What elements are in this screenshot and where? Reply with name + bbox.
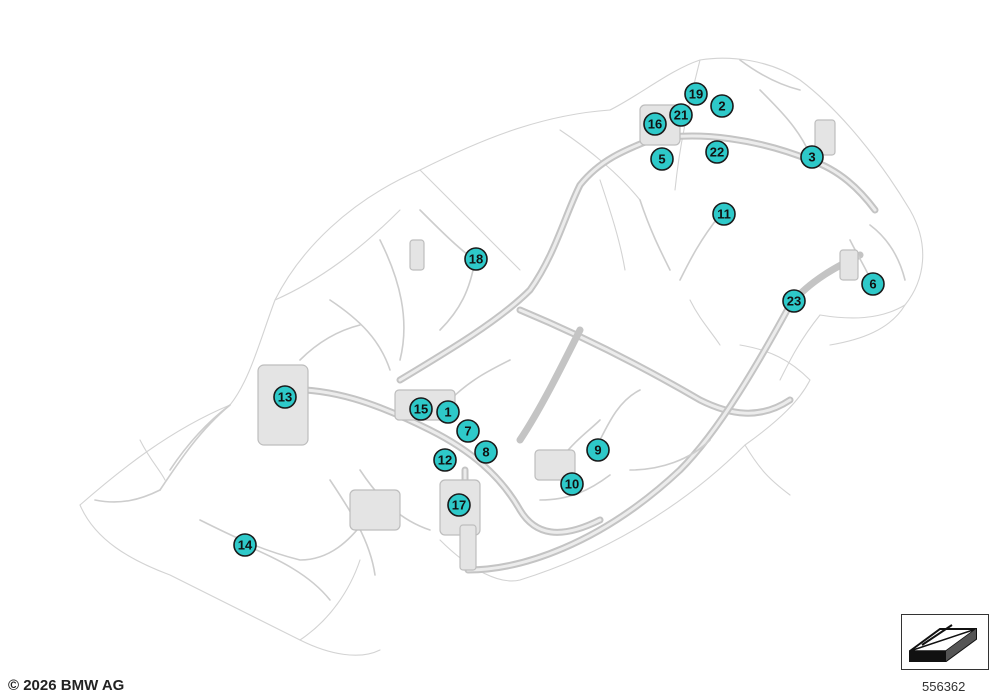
callout-9[interactable]: 9 [586, 438, 610, 462]
callout-6[interactable]: 6 [861, 272, 885, 296]
callout-17[interactable]: 17 [447, 493, 471, 517]
callout-21[interactable]: 21 [669, 103, 693, 127]
svg-text:16: 16 [648, 117, 662, 132]
callout-5[interactable]: 5 [650, 147, 674, 171]
callout-12[interactable]: 12 [433, 448, 457, 472]
branch-wires [94, 59, 906, 601]
svg-text:19: 19 [689, 87, 703, 102]
callout-3[interactable]: 3 [800, 145, 824, 169]
svg-text:15: 15 [414, 402, 428, 417]
svg-text:5: 5 [658, 152, 665, 167]
callout-8[interactable]: 8 [474, 440, 498, 464]
svg-text:9: 9 [594, 443, 601, 458]
callout-2[interactable]: 2 [710, 94, 734, 118]
callout-7[interactable]: 7 [456, 419, 480, 443]
svg-text:14: 14 [238, 538, 253, 553]
callout-22[interactable]: 22 [705, 140, 729, 164]
callout-13[interactable]: 13 [273, 385, 297, 409]
car-orientation-icon [901, 614, 989, 670]
svg-text:12: 12 [438, 453, 452, 468]
svg-text:1: 1 [444, 405, 451, 420]
svg-text:3: 3 [808, 150, 815, 165]
callout-10[interactable]: 10 [560, 472, 584, 496]
svg-text:22: 22 [710, 145, 724, 160]
callout-1[interactable]: 1 [436, 400, 460, 424]
callout-markers: 1 2 3 5 6 7 8 9 10 11 12 13 14 15 16 [233, 82, 885, 557]
svg-text:13: 13 [278, 390, 292, 405]
callout-23[interactable]: 23 [782, 289, 806, 313]
svg-text:18: 18 [469, 252, 483, 267]
svg-text:2: 2 [718, 99, 725, 114]
svg-text:21: 21 [674, 108, 688, 123]
svg-text:6: 6 [869, 277, 876, 292]
callout-18[interactable]: 18 [464, 247, 488, 271]
diagram-number: 556362 [922, 679, 966, 694]
callout-16[interactable]: 16 [643, 112, 667, 136]
svg-text:8: 8 [482, 445, 489, 460]
svg-text:11: 11 [717, 207, 731, 222]
callout-14[interactable]: 14 [233, 533, 257, 557]
callout-15[interactable]: 15 [409, 397, 433, 421]
svg-text:23: 23 [787, 294, 801, 309]
callout-11[interactable]: 11 [712, 202, 736, 226]
callout-19[interactable]: 19 [684, 82, 708, 106]
svg-text:10: 10 [565, 477, 579, 492]
harness-outline [79, 57, 924, 656]
svg-text:7: 7 [464, 424, 471, 439]
svg-text:17: 17 [452, 498, 466, 513]
copyright-notice: © 2026 BMW AG [8, 677, 125, 694]
